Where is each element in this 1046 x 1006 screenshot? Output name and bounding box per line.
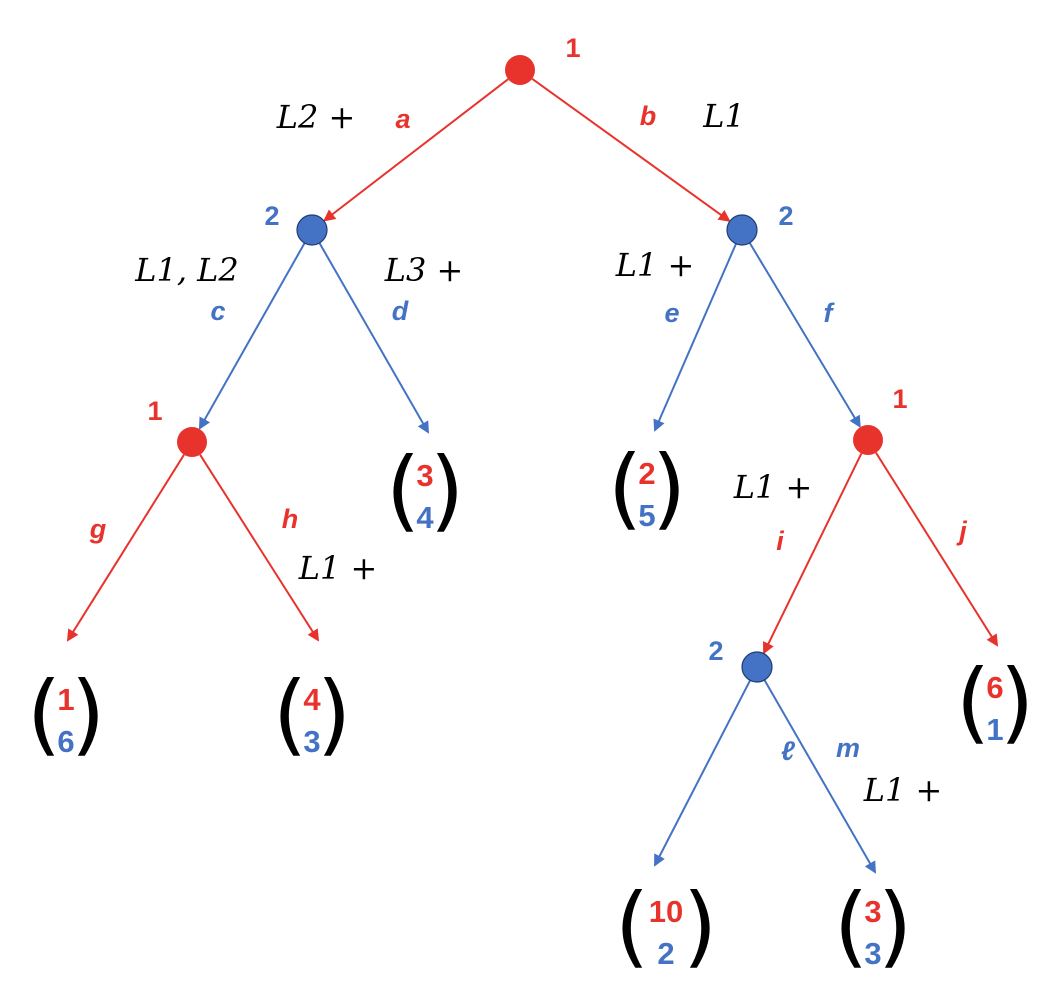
labels: a L2 + b L1 c L1, L2 d L3 + e L1 + f g h L1 + i L1 + j ℓ m…	[89, 97, 967, 809]
decision-node-n2_bottom	[741, 651, 773, 683]
condition-label-n1_right-n2_bottom: L1 +	[733, 468, 813, 506]
edge-e	[653, 243, 737, 432]
payoff-player1: 3	[416, 458, 433, 493]
condition-label-n1_left-leaf_h: L1 +	[298, 549, 378, 587]
action-label-j: j	[956, 516, 967, 546]
edge-a	[323, 78, 509, 222]
decision-node-n2_right	[726, 214, 758, 246]
decision-node-n2_left	[296, 214, 328, 246]
payoff-vector-leaf_j: ()6 1	[956, 650, 1034, 753]
payoff-vector-leaf_h: ()4 3	[273, 662, 351, 765]
payoff-right-paren: )	[1000, 650, 1034, 753]
payoff-player2: 4	[416, 500, 434, 535]
action-label-a: a	[395, 104, 410, 134]
condition-label-n2_left-n1_left: L1, L2	[134, 251, 239, 289]
nodes: 1 2 2 1 1 2	[147, 33, 908, 683]
payoff-player2: 3	[303, 724, 320, 759]
payoff-player2: 1	[986, 712, 1003, 747]
edge-j	[875, 452, 999, 647]
edge-i	[763, 453, 863, 655]
edges	[66, 77, 999, 874]
payoff-vector-leaf_d: ()3 4	[386, 438, 464, 541]
payoff-player1: 4	[303, 682, 321, 717]
condition-label-n2_bottom-leaf_m: L1 +	[863, 771, 943, 809]
payoff-left-paren: (	[386, 438, 420, 541]
payoff-left-paren: (	[27, 662, 61, 765]
payoff-right-paren: )	[878, 874, 912, 977]
action-label-d: d	[392, 296, 409, 326]
payoff-player2: 3	[864, 936, 881, 971]
payoff-player2: 2	[657, 936, 674, 971]
decision-node-n1_left	[177, 427, 207, 457]
action-label-e: e	[664, 298, 679, 328]
payoff-left-paren: (	[834, 874, 868, 977]
edge-d	[318, 242, 429, 434]
payoff-left-paren: (	[608, 436, 642, 539]
action-label-f: f	[824, 298, 836, 328]
edge-ℓ	[654, 679, 752, 867]
edge-m	[763, 679, 876, 874]
payoff-vector-leaf_m: ()3 3	[834, 874, 912, 977]
payoff-player1: 1	[57, 682, 74, 717]
edge-f	[748, 242, 861, 428]
payoff-vector-leaf_e: ()2 5	[608, 436, 686, 539]
payoff-right-paren: )	[317, 662, 351, 765]
condition-label-n2_right-leaf_e: L1 +	[615, 246, 695, 284]
action-label-h: h	[282, 504, 299, 534]
payoff-right-paren: )	[652, 436, 686, 539]
edge-c	[198, 242, 306, 430]
payoff-left-paren: (	[956, 650, 990, 753]
action-label-b: b	[640, 101, 657, 131]
player-label-n1_right: 1	[892, 384, 907, 414]
payoff-player1: 2	[638, 456, 655, 491]
condition-label-root-n2_right: L1	[702, 97, 745, 135]
edge-h	[199, 454, 320, 642]
player-label-n2_right: 2	[778, 201, 793, 231]
player-label-root: 1	[565, 33, 580, 63]
condition-label-n2_left-leaf_d: L3 +	[384, 251, 464, 289]
action-label-l: ℓ	[781, 736, 796, 766]
decision-node-root	[505, 55, 535, 85]
payoffs: ()16()43()34()25()61()102()33	[27, 436, 1034, 977]
payoff-right-paren: )	[71, 662, 105, 765]
edge-b	[531, 77, 731, 222]
payoff-player2: 5	[638, 498, 655, 533]
payoff-player1: 6	[986, 670, 1003, 705]
payoff-vector-leaf_g: ()1 6	[27, 662, 105, 765]
action-label-m: m	[836, 733, 860, 763]
payoff-player2: 6	[57, 724, 74, 759]
payoff-right-paren: )	[430, 438, 464, 541]
payoff-right-paren: )	[683, 874, 717, 977]
condition-label-root-n2_left: L2 +	[276, 98, 356, 136]
payoff-left-paren: (	[273, 662, 307, 765]
action-label-c: c	[210, 296, 225, 326]
payoff-left-paren: (	[615, 874, 649, 977]
player-label-n1_left: 1	[147, 396, 162, 426]
payoff-vector-leaf_l: ()10 2	[615, 874, 717, 977]
player-label-n2_bottom: 2	[708, 636, 723, 666]
payoff-player1: 3	[864, 894, 881, 929]
player-label-n2_left: 2	[264, 201, 279, 231]
decision-node-n1_right	[853, 425, 883, 455]
action-label-i: i	[776, 526, 784, 556]
payoff-player1: 10	[649, 894, 683, 929]
edge-g	[66, 454, 185, 642]
action-label-g: g	[89, 514, 107, 544]
